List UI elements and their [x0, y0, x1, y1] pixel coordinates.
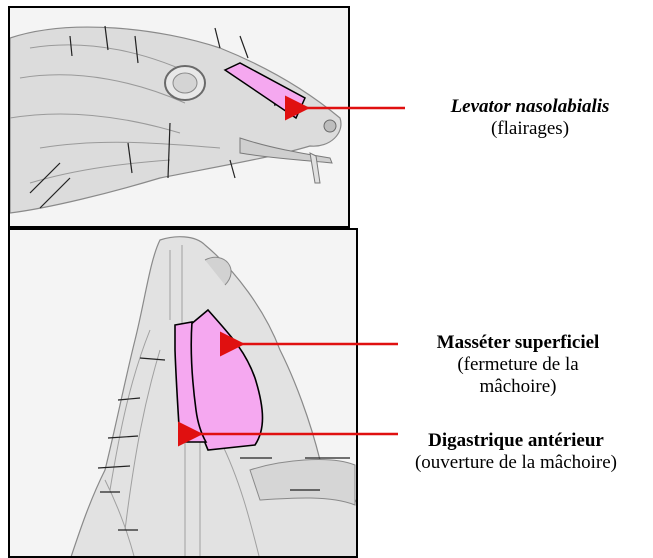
digastric-subtitle: (ouverture de la mâchoire) — [383, 452, 649, 474]
masseter-title: Masséter superficiel — [398, 332, 638, 354]
masseter-subtitle-line2: mâchoire) — [398, 376, 638, 398]
lateral-head-illustration — [10, 8, 350, 228]
levator-label: Levator nasolabialis (flairages) — [415, 96, 645, 140]
masseter-label: Masséter superficiel (fermeture de la mâ… — [398, 332, 638, 398]
digastric-label: Digastrique antérieur (ouverture de la m… — [383, 430, 649, 474]
ventral-head-illustration — [10, 230, 358, 558]
levator-title: Levator nasolabialis — [415, 96, 645, 118]
masseter-subtitle-line1: (fermeture de la — [398, 354, 638, 376]
digastric-title: Digastrique antérieur — [383, 430, 649, 452]
levator-subtitle: (flairages) — [415, 118, 645, 140]
ventral-head-figure — [8, 228, 358, 558]
lateral-head-figure — [8, 6, 350, 228]
